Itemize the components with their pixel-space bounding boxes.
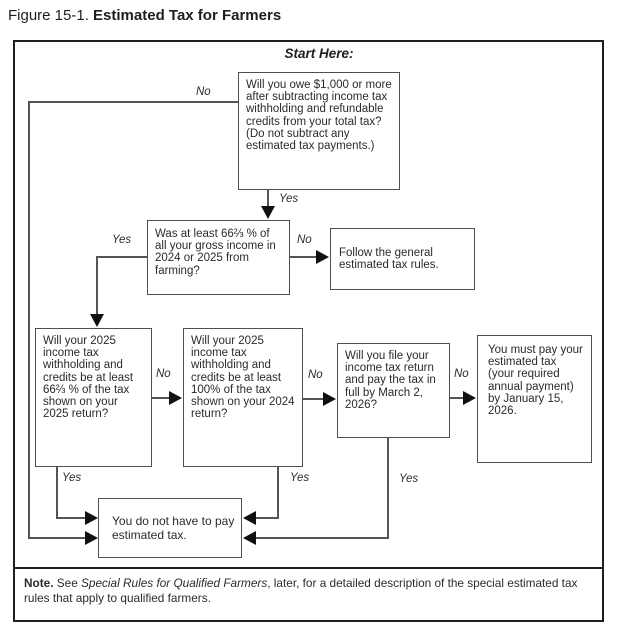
note-separator — [14, 567, 602, 569]
arrowhead-no-withholding-2025-icon — [169, 391, 182, 405]
note-see: See — [53, 576, 82, 590]
start-here-label: Start Here: — [284, 46, 354, 61]
note-text: Note. See Special Rules for Qualified Fa… — [24, 576, 590, 605]
edge-label-yes-farming: Yes — [112, 234, 132, 246]
arrowhead-yes-withholding-2025-icon — [85, 511, 98, 525]
arrowhead-no-withholding-100-icon — [323, 392, 336, 406]
edge-no-owe-horizontal — [28, 101, 238, 103]
edge-label-no-owe: No — [196, 86, 211, 98]
edge-no-withholding-2025 — [152, 397, 171, 399]
edge-no-file — [450, 397, 465, 399]
edge-yes-file-horizontal — [255, 537, 389, 539]
edge-label-no-file: No — [454, 368, 469, 380]
edge-label-yes-withholding-100: Yes — [290, 472, 310, 484]
edge-no-farming — [290, 256, 318, 258]
arrowhead-yes-file-icon — [243, 531, 256, 545]
arrowhead-no-owe-icon — [85, 531, 98, 545]
edge-yes-withholding-2025-horizontal — [56, 517, 86, 519]
node-owe-1000: Will you owe $1,000 or more after subtra… — [238, 72, 400, 190]
edge-no-owe-vertical — [28, 101, 30, 539]
node-no-estimated-tax: You do not have to pay estimated tax. — [98, 498, 242, 558]
arrowhead-yes-farming-icon — [90, 314, 104, 327]
arrowhead-no-file-icon — [463, 391, 476, 405]
edge-yes-withholding-2025-vertical — [56, 467, 58, 519]
edge-yes-owe-vertical — [267, 190, 269, 208]
edge-yes-withholding-100-vertical — [277, 467, 279, 519]
arrowhead-yes-withholding-100-icon — [243, 511, 256, 525]
note-rest: , later, for a detailed description of t… — [24, 576, 578, 605]
node-must-pay: You must pay your estimated tax (your re… — [477, 335, 592, 463]
edge-label-yes-withholding-2025: Yes — [62, 472, 82, 484]
figure-title: Figure 15-1. Estimated Tax for Farmers — [8, 7, 281, 24]
edge-no-withholding-100 — [303, 398, 325, 400]
edge-label-no-withholding-100: No — [308, 369, 323, 381]
edge-label-yes-owe: Yes — [279, 193, 299, 205]
arrowhead-yes-owe-icon — [261, 206, 275, 219]
node-withholding-2025: Will your 2025 income tax withholding an… — [35, 328, 152, 467]
figure-number: Figure 15-1. — [8, 7, 94, 24]
node-gross-income-farming: Was at least 66⅔ % of all your gross inc… — [147, 220, 290, 295]
edge-yes-farming-horizontal — [96, 256, 147, 258]
node-withholding-100-2024: Will your 2025 income tax withholding an… — [183, 328, 303, 467]
note-reference: Special Rules for Qualified Farmers — [81, 576, 268, 590]
edge-label-no-withholding-2025: No — [156, 368, 171, 380]
edge-label-no-farming: No — [297, 234, 312, 246]
edge-yes-withholding-100-horizontal — [255, 517, 279, 519]
arrowhead-no-farming-icon — [316, 250, 329, 264]
edge-label-yes-file: Yes — [399, 473, 419, 485]
edge-yes-farming-vertical — [96, 256, 98, 316]
edge-yes-file-vertical — [387, 438, 389, 539]
note-label: Note. — [24, 576, 54, 590]
figure-title-text: Estimated Tax for Farmers — [93, 7, 282, 24]
node-file-by-march: Will you file your income tax return and… — [337, 343, 450, 438]
node-general-rules: Follow the general estimated tax rules. — [330, 228, 475, 290]
edge-no-owe-into-box — [28, 537, 86, 539]
